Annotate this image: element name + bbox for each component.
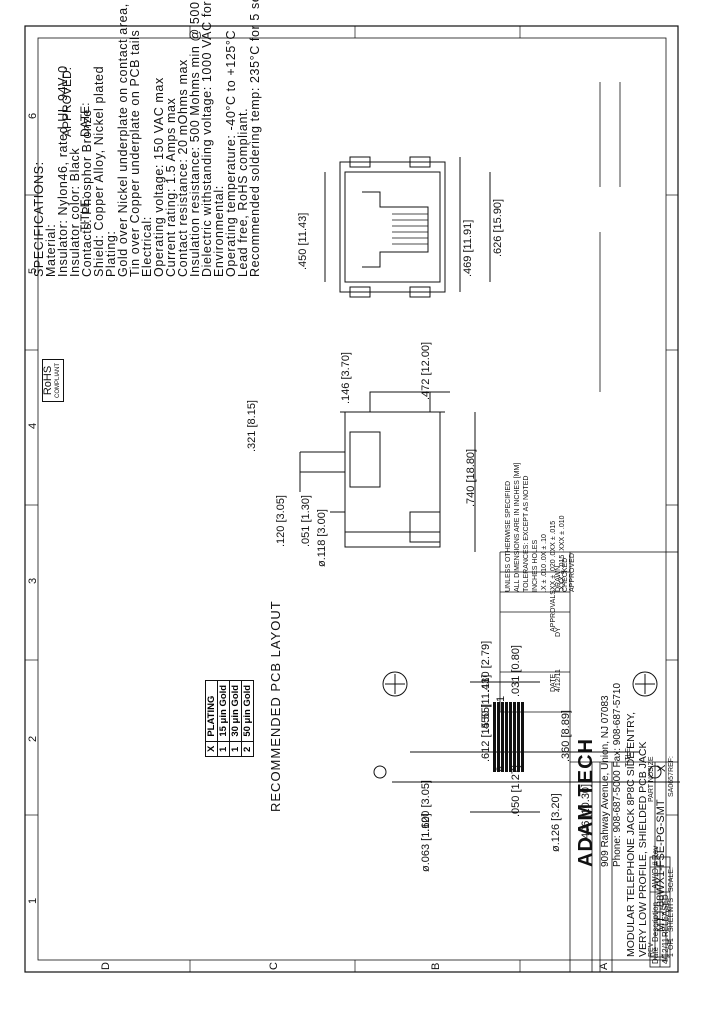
plating-header-plating: PLATING <box>205 680 218 742</box>
dim-pcb-w2: .612 [15.55] <box>480 703 492 762</box>
tol-drawn-by: DY <box>555 627 562 637</box>
border-col-6: 6 <box>27 112 39 119</box>
plating-x: 1 <box>217 741 230 757</box>
plating-value: 50 μin Gold <box>241 680 254 742</box>
border-col-2: 2 <box>27 735 39 742</box>
tb-of-label: OF <box>668 940 675 950</box>
border-row-d: D <box>100 962 112 970</box>
spec-18: Recommended soldering temp: 235°C for 5 … <box>248 0 262 277</box>
dim-front-overall: .626 [15.90] <box>492 198 504 257</box>
tb-size: X <box>656 764 668 772</box>
rohs-badge: RoHS COMPLIANT <box>42 358 64 402</box>
revision-table-frame <box>649 856 671 968</box>
tol-approvals: APPROVALS <box>550 590 557 632</box>
tb-sheet-label: SHEET <box>668 908 675 932</box>
plating-row: 1 15 μin Gold <box>217 680 230 757</box>
plating-value: 15 μin Gold <box>217 680 230 742</box>
rohs-sub: COMPLIANT <box>55 362 61 398</box>
tb-title-line1: MODULAR TELEPHONE JACK 8P8C SIDE ENTRY, <box>625 711 637 957</box>
dim-side-post: .321 [8.15] <box>246 400 258 452</box>
tb-part-label: PART NO. <box>648 769 655 802</box>
dim-pcb-offset: .050 [1.27] <box>510 765 522 817</box>
side-view <box>299 391 476 552</box>
dim-side-post-dia: ø.118 [3.00] <box>316 509 328 567</box>
dim-front-body: .450 [11.43] <box>297 212 309 270</box>
dim-front-height: .469 [11.91] <box>462 219 474 277</box>
tb-ref: SA0657 <box>668 772 675 797</box>
tol-line-2: TOLERANCES: EXCEPT AS NOTED <box>523 475 530 592</box>
tb-part-no: MTJ-88WX1-FSE-PG-SMT <box>655 799 667 932</box>
rohs-main: RoHS <box>42 365 54 396</box>
tb-scale-label: SCALE: <box>668 867 675 892</box>
pcb-layout-title: RECOMMENDED PCB LAYOUT <box>268 600 283 812</box>
dim-side-depth: .740 [18.80] <box>465 448 477 507</box>
plating-value: 30 μin Gold <box>229 680 242 742</box>
border-col-4: 4 <box>27 422 39 429</box>
dim-side-width: .472 [12.00] <box>420 341 432 400</box>
plating-x: 2 <box>241 741 254 757</box>
company-phone: Phone: 908-687-5000 Fax: 908-687-5710 <box>612 682 623 867</box>
dim-pcb-hole: ø.126 [3.20] <box>550 793 562 852</box>
plating-x: 1 <box>229 741 242 757</box>
dim-side-tail: .051 [1.30] <box>300 495 312 547</box>
dim-side-offset: .146 [3.70] <box>340 352 352 404</box>
dim-pcb-spacing: .031 [0.80] <box>510 645 522 697</box>
dim-pcb-hole-offset: .120 [3.05] <box>420 780 432 832</box>
tb-rev: - <box>656 953 668 957</box>
tol-approved-label: APPROVED <box>569 553 576 592</box>
company-address: 909 Rahway Avenue, Union, NJ 07083 <box>600 695 611 867</box>
border-row-a: A <box>598 962 610 970</box>
pin-last: 8 <box>495 765 507 772</box>
plating-row: 2 50 μin Gold <box>241 680 254 757</box>
tol-line-0: UNLESS OTHERWISE SPECIFIED <box>505 480 512 592</box>
border-row-b: B <box>430 962 442 970</box>
plating-table: X PLATING 1 15 μin Gold 1 30 μin Gold 2 … <box>205 679 254 757</box>
pin-first: 1 <box>495 695 507 702</box>
tol-line-4: .X ± .010 .0X ± .10 <box>541 534 548 592</box>
border-row-c: C <box>268 962 280 970</box>
dim-pcb-pitch: .360 [8.89] <box>560 710 572 762</box>
tol-line-1: ALL DIMENSIONS ARE IN INCHES [MM] <box>514 462 521 592</box>
border-col-1: 1 <box>27 897 39 904</box>
tol-checked-label: CHECKED <box>562 557 569 592</box>
tb-ref-label: REF: <box>668 756 675 772</box>
dim-side-tail2: .120 [3.05] <box>275 495 287 547</box>
border-col-3: 3 <box>27 577 39 584</box>
tb-of: 1 <box>668 953 675 957</box>
tol-drawn-label: DRAWN <box>555 565 562 592</box>
pcb-layout <box>373 671 680 813</box>
tb-rev-label: REV <box>648 942 655 957</box>
plating-row: 1 30 μin Gold <box>229 680 242 757</box>
tol-line-3: INCHES HOLES <box>532 539 539 592</box>
company-name: ADAM TECH <box>575 738 597 867</box>
plating-header-x: X <box>205 741 218 757</box>
front-view <box>324 156 491 298</box>
title-block-frame <box>499 551 679 973</box>
tol-drawn-date: 4/12/11 <box>555 669 562 692</box>
plating-header: X PLATING <box>205 680 218 757</box>
